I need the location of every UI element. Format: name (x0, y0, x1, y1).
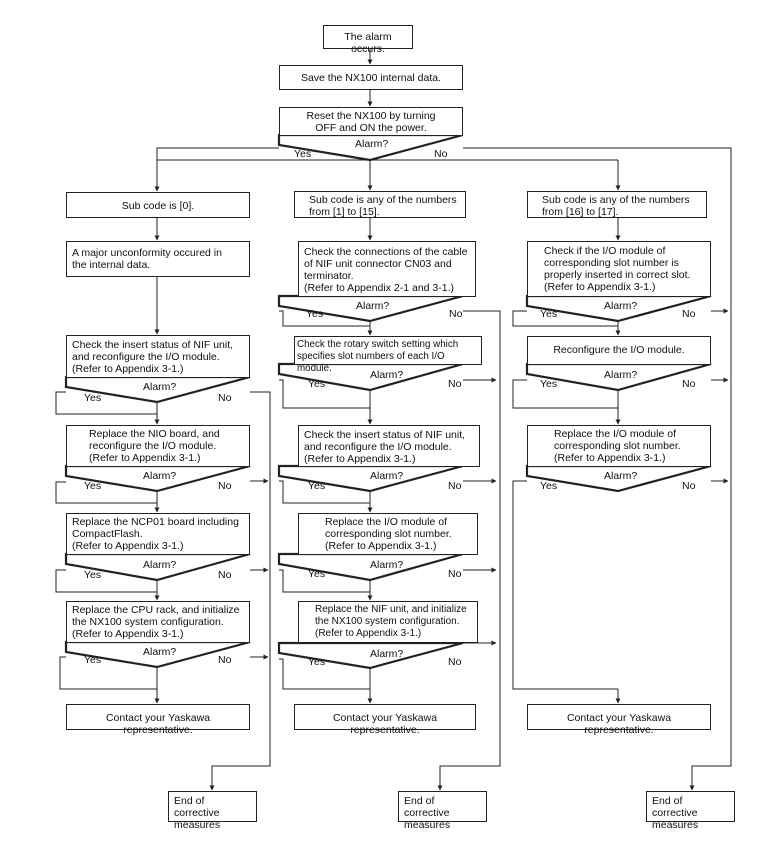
left-step3-box: Replace the NCP01 board including Compac… (66, 513, 250, 555)
right-alarm-question-3: Alarm? (604, 470, 638, 482)
right-contact-box: Contact your Yaskawa representative. (527, 704, 711, 736)
left-subcode-box: Sub code is [0]. (66, 192, 250, 218)
middle-alarm-question-1: Alarm? (356, 300, 390, 312)
left-alarm-question-2: Alarm? (143, 470, 177, 482)
right-alarm-question-1: Alarm? (604, 300, 638, 312)
left-end-box: End of corrective measures (168, 791, 257, 831)
save-data-box: Save the NX100 internal data. (279, 65, 463, 90)
middle-no-label-3: No (448, 480, 462, 492)
left-step4-box: Replace the CPU rack, and initialize the… (66, 601, 250, 643)
right-yes-label-3: Yes (540, 480, 558, 492)
left-step1-box: Check the insert status of NIF unit, and… (66, 335, 250, 378)
left-no-label-1: No (218, 392, 232, 404)
left-no-label-3: No (218, 569, 232, 581)
left-yes-label-4: Yes (84, 654, 102, 666)
middle-step2-box: Check the rotary switch setting which sp… (294, 336, 482, 374)
middle-yes-label-1: Yes (306, 308, 324, 320)
left-step2-box: Replace the NIO board, and reconfigure t… (66, 425, 250, 467)
left-contact-box: Contact your Yaskawa representative. (66, 704, 250, 736)
middle-yes-label-3: Yes (308, 480, 326, 492)
left-alarm-question-3: Alarm? (143, 559, 177, 571)
right-subcode-box: Sub code is any of the numbers from [16]… (527, 191, 707, 218)
right-no-label-1: No (682, 308, 696, 320)
right-yes-label-1: Yes (540, 308, 558, 320)
right-yes-label-2: Yes (540, 378, 558, 390)
left-alarm-question-1: Alarm? (143, 381, 177, 393)
right-alarm-question-2: Alarm? (604, 369, 638, 381)
middle-subcode-box: Sub code is any of the numbers from [1] … (294, 191, 466, 218)
alarm-occurs-box: The alarm occurs. (323, 25, 413, 55)
left-major-unconformity-box: A major unconformity occured in the inte… (66, 241, 250, 277)
middle-step5-box: Replace the NIF unit, and initialize the… (298, 601, 478, 643)
reset-power-box: Reset the NX100 by turning OFF and ON th… (279, 107, 463, 136)
middle-alarm-question-2: Alarm? (370, 369, 404, 381)
middle-step1-box: Check the connections of the cable of NI… (298, 241, 476, 297)
top-yes-label: Yes (294, 148, 312, 160)
middle-no-label-1: No (449, 308, 463, 320)
middle-alarm-question-5: Alarm? (370, 648, 404, 660)
right-no-label-3: No (682, 480, 696, 492)
middle-alarm-question-3: Alarm? (370, 470, 404, 482)
middle-yes-label-4: Yes (308, 568, 326, 580)
top-no-label: No (434, 148, 448, 160)
middle-yes-label-2: Yes (308, 378, 326, 390)
right-step1-box: Check if the I/O module of corresponding… (527, 241, 711, 297)
top-alarm-question: Alarm? (355, 138, 389, 150)
right-no-label-2: No (682, 378, 696, 390)
right-end-box: End of corrective measures (646, 791, 735, 831)
middle-no-label-5: No (448, 656, 462, 668)
left-yes-label-2: Yes (84, 480, 102, 492)
right-step3-box: Replace the I/O module of corresponding … (527, 425, 711, 467)
left-yes-label-3: Yes (84, 569, 102, 581)
middle-alarm-question-4: Alarm? (370, 559, 404, 571)
middle-end-box: End of corrective measures (398, 791, 487, 831)
middle-step3-box: Check the insert status of NIF unit, and… (298, 425, 480, 467)
right-step2-box: Reconfigure the I/O module. (527, 336, 711, 365)
left-no-label-4: No (218, 654, 232, 666)
left-yes-label-1: Yes (84, 392, 102, 404)
middle-contact-box: Contact your Yaskawa representative. (294, 704, 476, 736)
middle-yes-label-5: Yes (308, 656, 326, 668)
middle-no-label-2: No (448, 378, 462, 390)
middle-no-label-4: No (448, 568, 462, 580)
middle-step4-box: Replace the I/O module of corresponding … (298, 513, 478, 555)
left-alarm-question-4: Alarm? (143, 646, 177, 658)
left-no-label-2: No (218, 480, 232, 492)
